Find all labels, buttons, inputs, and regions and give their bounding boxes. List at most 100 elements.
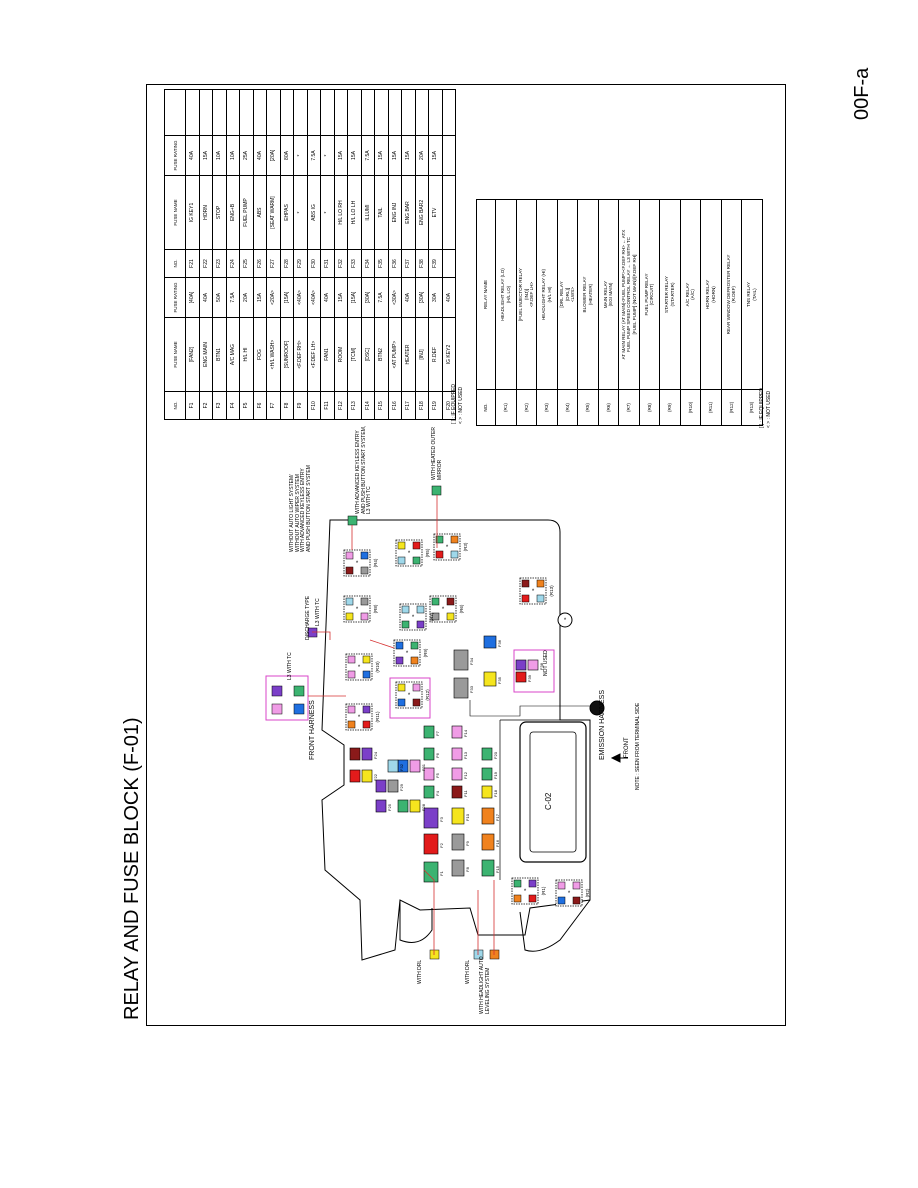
fuse-label-f15: F15 [495, 865, 500, 873]
fuse-cell-f1 [423, 861, 439, 883]
relay-terminal [362, 705, 371, 714]
fuse-cell-f2 [423, 833, 439, 855]
relay-terminal [446, 597, 455, 606]
fuse-cell-f23 [349, 747, 361, 761]
fuse-cell-f16 [481, 833, 495, 851]
relay-terminal [412, 541, 421, 550]
fuse-label-f4: F4 [435, 790, 440, 795]
relay-terminal [397, 556, 406, 565]
relay-terminal [362, 720, 371, 729]
callout-terminal [271, 703, 283, 715]
relay-star: * [532, 589, 535, 595]
ground-marker-star: * [564, 618, 567, 624]
terminal-side-note: NOTE : SEEN FROM TERMINAL SIDE [635, 702, 641, 790]
fuse-cell-f19 [481, 767, 493, 781]
relay-star: * [442, 607, 445, 613]
with-drl-label: WITH DRL [417, 959, 423, 984]
fuse-label-f32: F32 [399, 763, 404, 771]
fuse-cell-f20 [481, 747, 493, 761]
discharge-type-label: DISCHARGE TYPE [305, 595, 311, 640]
relay-label-r5: (R5) [425, 548, 430, 557]
relay-terminal [347, 720, 356, 729]
callout-box-not-used [513, 649, 555, 693]
fuse-cell-f32 [387, 759, 399, 773]
fuse-label-f39: F39 [527, 674, 532, 682]
fuse-cell-f36 [483, 635, 497, 649]
fuse-cell-f34 [453, 649, 469, 671]
fuse-cell-f22 [361, 769, 373, 783]
fuse-label-f36: F36 [497, 639, 502, 647]
fuse-cell-f28 [409, 799, 421, 813]
relay-terminal [347, 655, 356, 664]
relay-terminal [435, 535, 444, 544]
relay-terminal [536, 594, 545, 603]
fuse-cell-f26 [375, 779, 387, 793]
relay-terminal [435, 550, 444, 559]
relay-terminal [528, 879, 537, 888]
fuse-label-f34: F34 [469, 657, 474, 665]
relay-label-r2: (R2) [585, 888, 590, 897]
drl-marker-2 [473, 949, 484, 960]
fuse-label-f35: F35 [497, 676, 502, 684]
relay-terminal [431, 612, 440, 621]
fuse-label-f9: F9 [465, 840, 470, 845]
heated-mirror-label: WITH HEATED OUTER MIRROR [431, 427, 443, 480]
fuse-label-f2: F2 [439, 842, 444, 847]
mount-tab-left [399, 900, 433, 943]
relay-star: * [524, 889, 527, 895]
relay-star: * [358, 665, 361, 671]
ground-marker [557, 612, 573, 628]
drl-marker [429, 949, 440, 960]
relay-terminal [412, 683, 421, 692]
fuse-cell-f6 [423, 747, 435, 761]
inner-boundary [499, 719, 590, 880]
fuse-label-f5: F5 [435, 772, 440, 777]
heated-mirror-marker [431, 485, 442, 496]
fuse-label-f13: F13 [463, 751, 468, 759]
fuse-cell-f14 [451, 725, 463, 739]
fuse-label-f33: F33 [469, 685, 474, 693]
wire-leader-3 [423, 869, 435, 955]
relay-terminal [401, 620, 410, 629]
relay-terminal [450, 535, 459, 544]
fuse-label-f7: F7 [435, 730, 440, 735]
fuse-cell-f25 [375, 799, 387, 813]
fuse-cell-f29 [387, 779, 399, 793]
relay-terminal [360, 566, 369, 575]
relay-terminal [572, 881, 581, 890]
fuse-cell-f38 [527, 659, 539, 671]
relay-label-r6: (R6) [459, 604, 464, 613]
fuse-cell-f21 [349, 769, 361, 783]
fuse-cell-f37 [515, 659, 527, 671]
fuse-cell-f33 [453, 677, 469, 699]
relay-label-r12: (R12) [425, 689, 430, 701]
fuse-label-f22: F22 [373, 773, 378, 781]
fuse-cell-f10 [451, 807, 465, 825]
relay-terminal [397, 698, 406, 707]
relay-terminal [401, 605, 410, 614]
relay-terminal [572, 896, 581, 905]
mount-tab-bottom [519, 899, 591, 952]
fuse-cell-f24 [361, 747, 373, 761]
relay-terminal [431, 597, 440, 606]
fuse-label-f18: F18 [493, 789, 498, 797]
fuse-cell-f3 [423, 807, 439, 829]
fuse-cell-f18 [481, 785, 493, 799]
fuse-cell-f31 [409, 759, 421, 773]
relay-star: * [358, 715, 361, 721]
callout-terminal [293, 685, 305, 697]
relay-star: * [408, 551, 411, 557]
relay-star: * [412, 615, 415, 621]
relay-terminal [416, 605, 425, 614]
relay-label-r8: (R8) [373, 604, 378, 613]
relay-terminal [410, 656, 419, 665]
relay-terminal [513, 894, 522, 903]
headlight-leveling-label: WITH HEADLIGHT AUTO LEVELING SYSTEM [479, 956, 491, 1014]
fuse-cell-f13 [451, 747, 463, 761]
relay-label-r1: (R1) [541, 886, 546, 895]
relay-star: * [568, 891, 571, 897]
fuse-label-f10: F10 [465, 813, 470, 821]
l3-with-tc-label: L3 WITH TC [287, 652, 293, 680]
relay-terminal [521, 579, 530, 588]
